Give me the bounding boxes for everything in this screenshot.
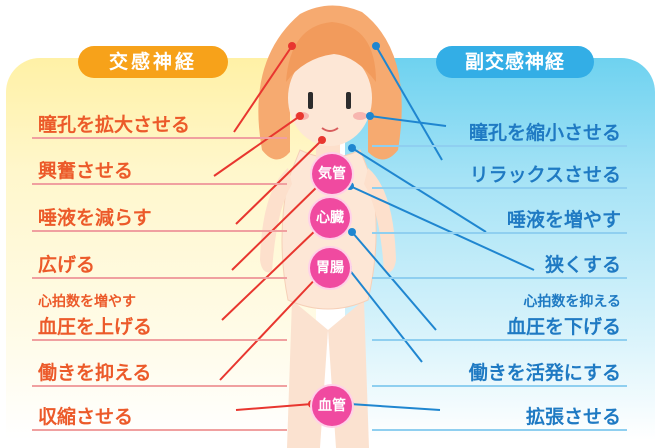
sympathetic-label-heart-rate: 心拍数を増やす — [38, 294, 136, 310]
parasympathetic-label-relax: リラックスさせる — [469, 164, 621, 186]
divider — [32, 277, 287, 279]
divider — [372, 277, 627, 279]
sympathetic-connectors — [213, 45, 323, 411]
mouth — [321, 127, 339, 132]
arms — [260, 168, 396, 273]
parasympathetic-label-trachea: 狭くする — [544, 254, 621, 276]
divider — [372, 232, 627, 234]
organ-stomach: 胃腸 — [310, 248, 350, 288]
legs — [287, 300, 369, 448]
divider — [32, 429, 287, 431]
sympathetic-label-vessels: 収縮させる — [38, 406, 134, 428]
organ-trachea: 気管 — [312, 154, 352, 194]
parasympathetic-label-saliva: 唾液を増やす — [506, 209, 621, 231]
sympathetic-label-digestion: 働きを抑える — [38, 362, 152, 384]
face — [288, 50, 372, 146]
organ-blood-vessel: 血管 — [312, 386, 352, 426]
sympathetic-label-pupil: 瞳孔を拡大させる — [38, 114, 191, 136]
divider — [372, 145, 627, 147]
sympathetic-label-trachea: 広げる — [38, 254, 96, 276]
eyes — [308, 92, 351, 109]
divider — [372, 385, 627, 387]
sympathetic-label-excite: 興奮させる — [38, 160, 134, 182]
divider — [32, 385, 287, 387]
divider — [32, 183, 287, 185]
sympathetic-label-saliva: 唾液を減らす — [38, 207, 152, 229]
sympathetic-header: 交感神経 — [78, 46, 228, 78]
divider — [372, 187, 627, 189]
divider — [32, 339, 287, 341]
parasympathetic-label-heart-rate: 心拍数を抑える — [523, 294, 621, 310]
divider — [372, 429, 627, 431]
divider — [32, 230, 287, 232]
parasympathetic-connectors — [347, 45, 535, 411]
parasympathetic-header: 副交感神経 — [436, 46, 594, 78]
parasympathetic-label-vessels: 拡張させる — [525, 406, 621, 428]
sympathetic-label-blood-pressure: 血圧を上げる — [38, 316, 153, 338]
parasympathetic-label-blood-pressure: 血圧を下げる — [506, 316, 621, 338]
parasympathetic-label-pupil: 瞳孔を縮小させる — [468, 122, 621, 144]
divider — [372, 339, 627, 341]
parasympathetic-label-digestion: 働きを活発にする — [468, 362, 621, 384]
organ-heart: 心臓 — [310, 198, 350, 238]
divider — [32, 137, 287, 139]
